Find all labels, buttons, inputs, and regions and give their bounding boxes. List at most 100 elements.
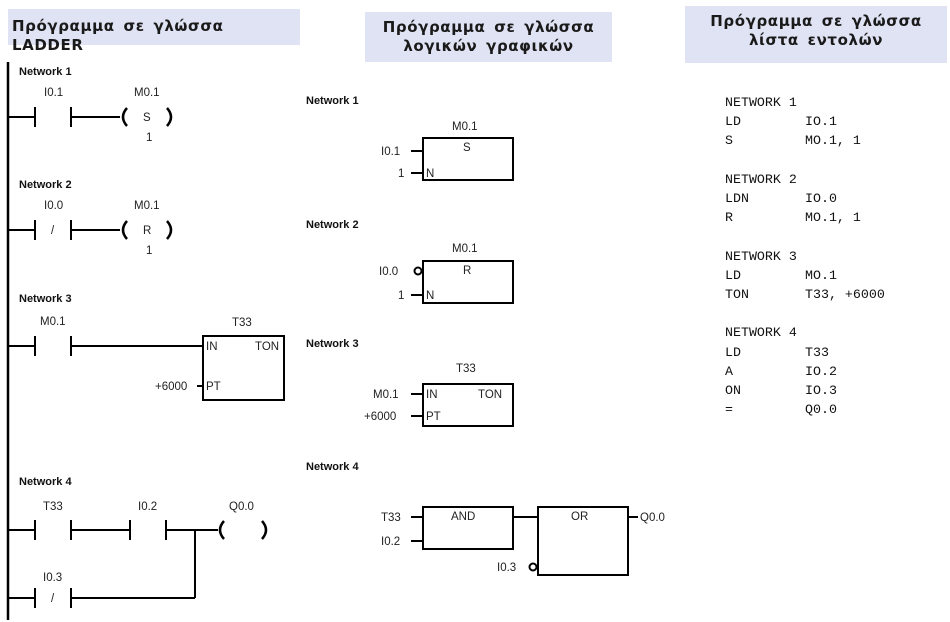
stl-instruction: LD MO.1 (725, 266, 885, 285)
input-label: I0.0 (379, 266, 398, 278)
timer-type: TON (478, 389, 502, 401)
stl-opcode: LDN (725, 191, 749, 206)
stl-network-title: NETWORK 3 (725, 248, 797, 264)
stl-header-line-2: λίστα εντολών (748, 31, 884, 49)
stl-operand: T33, +6000 (805, 287, 885, 302)
ladder-network-3: Network 3 M0.1 T33 IN TON PT +6000 (8, 293, 285, 401)
stl-network-title: NETWORK 1 (725, 95, 797, 110)
and-gate-box (422, 506, 514, 550)
stl-opcode: LD (725, 344, 741, 360)
input-label: I0.1 (381, 146, 400, 158)
negation-circle-icon (528, 562, 538, 572)
reset-coil-icon (121, 220, 173, 240)
coil-label: Q0.0 (229, 501, 254, 513)
stl-operand: MO.1 (805, 267, 837, 283)
fbd-network-title: Network 1 (306, 95, 359, 107)
input-label: 1 (398, 290, 404, 302)
timer-label: T33 (232, 317, 252, 329)
fbd-section-header: Πρόγραμμα σε γλώσσα λογικών γραφικών (365, 12, 612, 62)
stl-network-title: NETWORK 2 (725, 171, 797, 187)
fbd-network-title: Network 3 (306, 338, 359, 350)
stl-header-line-1: Πρόγραμμα σε γλώσσα (710, 12, 922, 30)
contact-label: I0.3 (43, 572, 62, 584)
contact-negation: / (51, 225, 55, 237)
stl-operand: T33 (805, 344, 829, 360)
set-coil-icon (121, 107, 173, 127)
set-function-box (422, 137, 514, 181)
stl-opcode: = (725, 402, 733, 418)
stl-opcode: TON (725, 287, 749, 302)
stl-operand: MO.1, 1 (805, 210, 861, 226)
coil-count: 1 (146, 132, 152, 144)
input-label: I0.2 (381, 536, 400, 548)
ladder-network-title: Network 4 (19, 476, 72, 488)
stl-operand: Q0.0 (805, 402, 837, 418)
output-label: Q0.0 (640, 512, 665, 524)
stl-opcode: A (725, 363, 733, 379)
input-label: I0.3 (497, 562, 516, 574)
set-box-type: S (463, 142, 471, 154)
fbd-network-2: Network 2 M0.1 R I0.0 1 N (306, 219, 514, 304)
fbd-header-line-1: Πρόγραμμα σε γλώσσα (382, 18, 595, 36)
coil-type: R (143, 225, 151, 237)
ladder-diagram: Network 1 I0.1 M0.1 S 1 Network 2 I0.0 / (6, 62, 285, 620)
fbd-diagram: Network 1 M0.1 S I0.1 1 N Network 2 M0.1… (306, 95, 665, 576)
stl-opcode: R (725, 210, 733, 226)
fbd-header-line-2: λογικών γραφικών (403, 37, 574, 55)
coil-label: M0.1 (134, 200, 160, 212)
contact-negation: / (51, 593, 55, 605)
stl-operand: IO.1 (805, 114, 837, 130)
stl-section-header: Πρόγραμμα σε γλώσσα λίστα εντολών (685, 6, 947, 63)
or-gate-box (537, 506, 629, 576)
and-gate-label: AND (451, 511, 475, 523)
ladder-network-2: Network 2 I0.0 / M0.1 R 1 (8, 179, 173, 257)
stl-instruction: A IO.2 (725, 362, 885, 381)
pin-label: N (426, 168, 434, 180)
stl-opcode: LD (725, 267, 741, 283)
set-box-label: M0.1 (452, 121, 478, 133)
ladder-network-title: Network 3 (19, 293, 72, 305)
reset-function-box (422, 260, 514, 304)
ladder-network-title: Network 1 (19, 66, 72, 78)
reset-box-type: R (463, 265, 471, 277)
timer-type: TON (255, 341, 279, 353)
fbd-network-4: Network 4 AND T33 I0.2 OR I0.3 Q0.0 (306, 461, 665, 576)
ladder-network-4: Network 4 T33 I0.2 Q0.0 I0.3 / (8, 476, 268, 608)
timer-pt-pin: PT (206, 381, 221, 393)
timer-in-pin: IN (206, 341, 218, 353)
nc-contact-icon (8, 220, 120, 240)
fbd-network-1: Network 1 M0.1 S I0.1 1 N (306, 95, 514, 181)
ladder-network-title: Network 2 (19, 179, 72, 191)
output-coil-icon (218, 520, 268, 540)
stl-operand: IO.2 (805, 363, 837, 379)
ladder-network-1: Network 1 I0.1 M0.1 S 1 (8, 66, 173, 144)
no-contact-icon (8, 520, 130, 540)
stl-instruction: R MO.1, 1 (725, 208, 885, 227)
stl-instruction: LD T33 (725, 343, 885, 362)
no-contact-icon (129, 520, 218, 540)
coil-count: 1 (146, 245, 152, 257)
fbd-network-title: Network 2 (306, 219, 359, 231)
contact-label: I0.0 (44, 200, 63, 212)
input-label: T33 (381, 512, 401, 524)
ladder-header-text: Πρόγραμμα σε γλώσσα LADDER (12, 17, 224, 54)
timer-in-pin: IN (426, 389, 438, 401)
stl-instruction: = Q0.0 (725, 400, 885, 419)
pin-label: N (426, 290, 434, 302)
contact-label: I0.2 (138, 501, 157, 513)
stl-opcode: S (725, 133, 733, 149)
stl-network-title: NETWORK 4 (725, 325, 797, 341)
stl-operand: IO.3 (805, 383, 837, 398)
ladder-section-header: Πρόγραμμα σε γλώσσα LADDER (8, 9, 300, 54)
contact-label: M0.1 (40, 316, 66, 328)
fbd-network-title: Network 4 (306, 461, 359, 473)
timer-pt-pin: PT (426, 411, 441, 423)
